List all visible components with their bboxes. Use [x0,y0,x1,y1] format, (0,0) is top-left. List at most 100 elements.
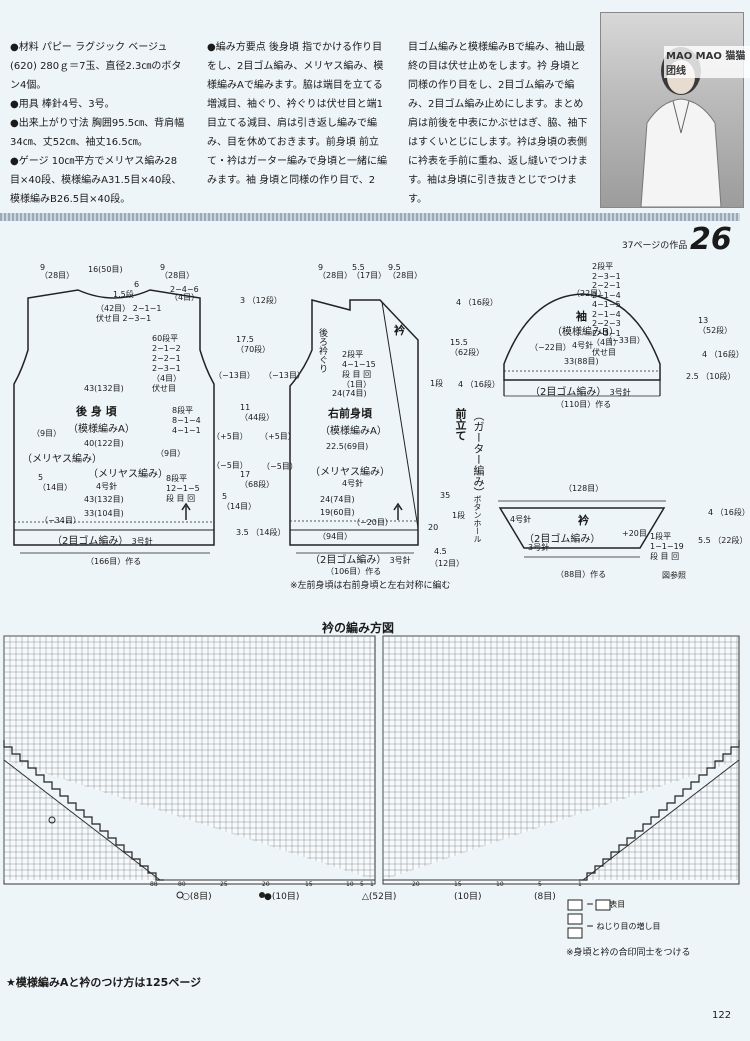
front-m5: （−5目） [262,462,298,471]
brand-logo: MAO MAO 猫猫团线 [664,46,750,78]
page-number: 122 [712,1010,732,1021]
back-r5: 5（14目） [222,492,257,511]
back-top-center: 16(50目) [88,265,123,274]
collar-needle4: 4号針 [510,515,532,524]
chart-axis-tick: 15 [454,881,462,888]
footer-note: ★模様編みAと衿のつけ方は125ページ [6,976,202,989]
back-r9: （9目） [156,449,186,458]
front-pattern: （模様編みA） [320,426,387,437]
front-width-19: 19(60目) [320,508,355,517]
chart-c52: △(52目) [362,892,397,902]
front-h1b: 1段 [452,511,466,520]
work-number: 26 [690,222,732,257]
front-collar-label: 衿 [394,324,405,337]
chart-axis-tick: 20 [412,881,420,888]
back-shoulder: 2−4−6（4目） [170,285,200,302]
front-top-3: 9.5（28目） [388,263,423,280]
sleeve-h4: 4 （16段） [702,350,744,359]
back-l5: 5（14目） [38,473,73,492]
back-height-1: 3 （12段） [240,296,282,305]
front-w94: （94目） [318,532,353,541]
legend-note: ※身頃と衿の合印同士をつける [566,948,691,958]
front-width-24a: 24(74目) [332,389,367,398]
front-back-neck: 後ろ衿ぐり [317,328,327,373]
front-note: ※左前身頃は右前身頃と左右対称に編む [290,581,451,591]
page-reference: 37ページの作品 [622,241,688,251]
back-height-2: 17.5（70段） [236,335,271,354]
back-m13: （−13目） [214,371,255,380]
chart-r10: (10目) [454,892,482,902]
back-body-outline [13,289,215,546]
front-m13: （−13目） [264,371,305,380]
chart-axis-tick: 25 [220,881,228,888]
chart-l8: ○(8目) [182,892,212,902]
back-meri1: （メリヤス編み） [22,454,102,465]
back-needle4: 4号針 [96,482,118,491]
collar-make: （88目）作る [556,570,607,579]
sleeve-outline [503,293,661,381]
chart-axis-tick: 1 [370,881,374,888]
back-width-43a: 43(132目) [84,384,124,393]
collar-rib: （2目ゴム編み） [524,534,601,545]
chart-l10: ●(10目) [264,892,300,902]
back-m34: （−34目） [40,516,81,525]
chart-axis-tick: 1 [578,881,582,888]
collar-needle3: 3号針 [528,543,550,552]
chart-axis-tick: 10 [496,881,504,888]
sleeve-w33: 33(88目) [564,357,599,366]
collar-h4: 4 （16段） [708,508,750,517]
instructions-text-1: ●編み方要点 後身頃 指でかける作り目をし、2目ゴム編み、メリヤス編み、模様編み… [207,42,387,186]
chart-title: 衿の編み方図 [322,621,395,635]
front-band-label: 前立て [454,408,467,441]
collar-ref: 図参照 [662,571,686,580]
back-m5: （−5目） [212,461,248,470]
front-body-outline [289,299,419,546]
back-n15: 1.5段 [113,290,134,299]
back-title: 後 身 頃 [76,405,117,418]
back-rib: （2目ゴム編み） 3号針 [52,536,153,547]
front-make: （106目）作る [326,567,382,576]
collar-p20: +20目 [622,529,647,538]
back-pattern: （模様編みA） [68,424,135,435]
front-title: 右前身頃 [328,407,372,420]
sleeve-rib: （2目ゴム編み） 3号針 [530,387,631,398]
divider-bar [0,213,740,221]
front-p5: （+5目） [260,432,296,441]
back-meri2: （メリヤス編み） [88,469,168,480]
sleeve-make: （110目）作る [556,400,612,409]
chart-axis-tick: 80 [178,881,186,888]
front-rib: （2目ゴム編み） 3号針 [310,555,411,566]
sleeve-h25: 2.5 （10段） [686,372,736,381]
back-height-3: 11（44段） [240,403,275,422]
collar-title: 衿 [578,514,589,527]
legend-knit: ＝ 表目 [586,900,626,909]
back-top-left: 9（28目） [40,263,75,280]
front-h20: 20 [428,523,439,532]
front-meri: （メリヤス編み） [310,467,390,478]
back-width-43b: 43(132目) [84,495,124,504]
sleeve-w22: （22目） [572,289,607,298]
chart-axis-tick: 10 [346,881,354,888]
chart-axis-tick: 5 [538,881,542,888]
back-width-40: 40(122目) [84,439,124,448]
sleeve-m33: （−33目） [604,336,645,345]
back-width-33: 33(104目) [84,509,124,518]
front-width-24b: 24(74目) [320,495,355,504]
front-h35: 35 [440,491,451,500]
back-n6: 6 [134,280,140,289]
front-h2: 15.5（62段） [450,338,485,357]
front-m20: （−20目） [352,518,393,527]
front-garter: （ガーター編み） [472,410,485,498]
sleeve-h13: 13（52段） [698,316,733,335]
back-height-5: 3.5 （14段） [236,528,286,537]
back-l9: （9目） [32,429,62,438]
instructions-text-2: 目ゴム編みと模様編みBで編み、袖山最終の目は伏せ止めをします。衿 身頃と同様の作… [408,42,588,205]
sleeve-needle4: 4号針 [572,341,594,350]
chart-axis-tick: 15 [305,881,313,888]
